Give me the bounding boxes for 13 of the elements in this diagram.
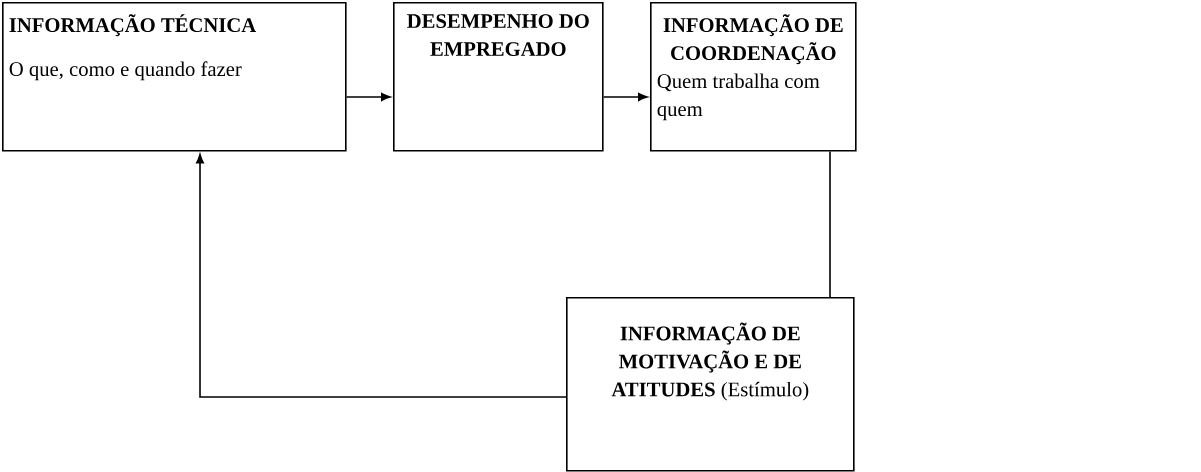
heading: DESEMPENHO DO EMPREGADO	[407, 14, 589, 57]
arrow	[195, 154, 567, 398]
process-box	[566, 297, 855, 472]
arrow	[345, 92, 391, 102]
description: O que, como e quando fazer	[9, 61, 242, 81]
description: Quem trabalha com quem	[657, 73, 820, 121]
heading: INFORMAÇÃO TÉCNICA	[9, 14, 257, 37]
process-box	[2, 2, 347, 152]
node-text: INFORMAÇÃO DE MOTIVAÇÃO E DE ATITUDES (Estímulo)	[611, 322, 809, 401]
heading: INFORMAÇÃO DE COORDENAÇÃO	[663, 14, 843, 65]
process-box	[650, 2, 857, 152]
arrow	[602, 92, 648, 102]
process-box	[393, 2, 604, 152]
